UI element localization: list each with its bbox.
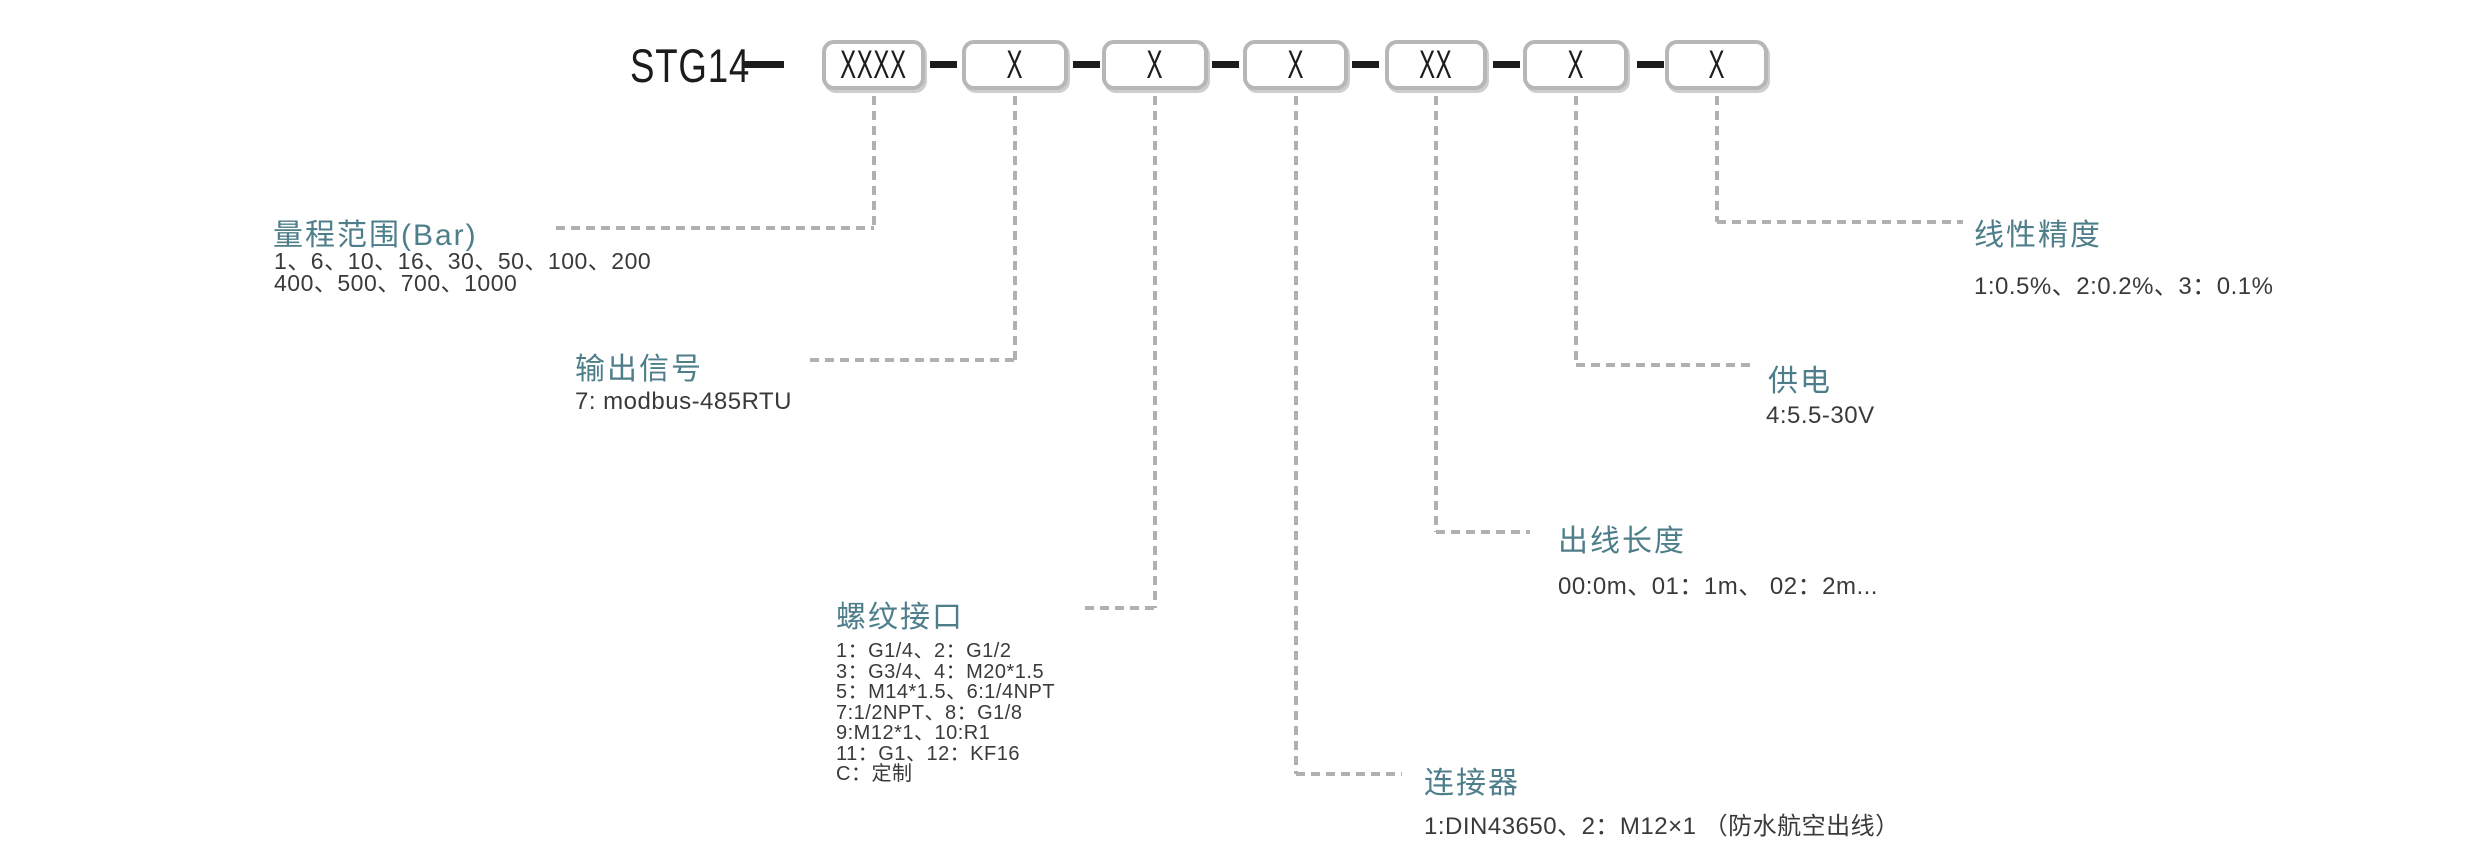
leader-hline-cable xyxy=(1436,530,1530,534)
model-prefix: STG14 xyxy=(630,39,751,92)
leader-vline-thread xyxy=(1153,96,1157,608)
field-value-thread-line3: 5：M14*1.5、6:1/4NPT xyxy=(836,681,1056,703)
field-label-output: 输出信号 xyxy=(575,353,703,386)
field-value-thread-line5: 9:M12*1、10:R1 xyxy=(836,722,991,744)
field-value-thread: 1：G1/4、2：G1/2 3：G3/4、4：M20*1.5 5：M14*1.5… xyxy=(836,641,1055,785)
code-separator-dash xyxy=(1212,61,1239,68)
leader-hline-accuracy xyxy=(1717,220,1963,224)
field-label-connector: 连接器 xyxy=(1424,767,1520,800)
code-box-output: X xyxy=(962,40,1068,90)
leader-hline-output xyxy=(810,358,1015,362)
field-value-thread-line1: 1：G1/4、2：G1/2 xyxy=(836,640,1012,662)
code-separator-dash xyxy=(1493,61,1520,68)
field-label-range: 量程范围(Bar) xyxy=(273,219,478,252)
code-box-thread: X xyxy=(1102,40,1208,90)
code-box-accuracy: X xyxy=(1665,40,1768,90)
leader-vline-cable xyxy=(1434,96,1438,532)
code-box-power-text: X xyxy=(1567,42,1584,87)
field-value-range-line1: 1、6、10、16、30、50、100、200 xyxy=(274,248,652,274)
field-value-range-line2: 400、500、700、1000 xyxy=(274,270,518,296)
field-value-thread-line2: 3：G3/4、4：M20*1.5 xyxy=(836,660,1045,683)
code-separator-dash xyxy=(930,61,957,68)
code-box-cable-text: XX xyxy=(1419,42,1453,87)
code-box-power: X xyxy=(1523,40,1628,90)
code-separator-dash xyxy=(1073,61,1100,68)
code-box-connector: X xyxy=(1243,40,1348,90)
code-box-cable: XX xyxy=(1385,40,1487,90)
field-label-cable: 出线长度 xyxy=(1558,525,1686,558)
field-value-thread-line7: C：定制 xyxy=(836,763,913,785)
leader-hline-connector xyxy=(1296,772,1402,776)
field-value-thread-line4: 7:1/2NPT、8：G1/8 xyxy=(836,701,1023,724)
leader-vline-output xyxy=(1013,96,1017,360)
code-separator-dash xyxy=(1637,61,1664,68)
field-value-output: 7: modbus-485RTU xyxy=(575,388,792,415)
leader-vline-range xyxy=(872,96,876,226)
leader-hline-range xyxy=(556,226,874,230)
code-separator-dash xyxy=(1352,61,1379,68)
leader-hline-power xyxy=(1576,363,1752,367)
code-box-accuracy-text: X xyxy=(1708,42,1725,87)
code-box-thread-text: X xyxy=(1146,42,1164,87)
field-value-power: 4:5.5-30V xyxy=(1766,402,1875,429)
field-label-power: 供电 xyxy=(1768,365,1832,398)
field-value-thread-line6: 11：G1、12：KF16 xyxy=(836,742,1020,765)
code-box-range-text: XXXX xyxy=(840,42,907,87)
model-prefix-dash xyxy=(744,61,784,68)
leader-hline-thread xyxy=(1085,606,1155,610)
leader-vline-connector xyxy=(1294,96,1298,774)
leader-vline-accuracy xyxy=(1715,96,1719,222)
code-box-range: XXXX xyxy=(822,40,925,90)
field-label-accuracy: 线性精度 xyxy=(1974,219,2102,252)
code-box-connector-text: X xyxy=(1287,42,1304,87)
field-value-accuracy: 1:0.5%、2:0.2%、3：0.1% xyxy=(1974,273,2274,300)
field-label-thread: 螺纹接口 xyxy=(836,601,964,634)
code-box-output-text: X xyxy=(1006,42,1024,87)
field-value-cable: 00:0m、01：1m、 02：2m... xyxy=(1558,573,1878,600)
field-value-connector: 1:DIN43650、2：M12×1 （防水航空出线） xyxy=(1424,813,1900,840)
leader-vline-power xyxy=(1574,96,1578,365)
field-value-range: 1、6、10、16、30、50、100、200 400、500、700、1000 xyxy=(274,248,652,296)
